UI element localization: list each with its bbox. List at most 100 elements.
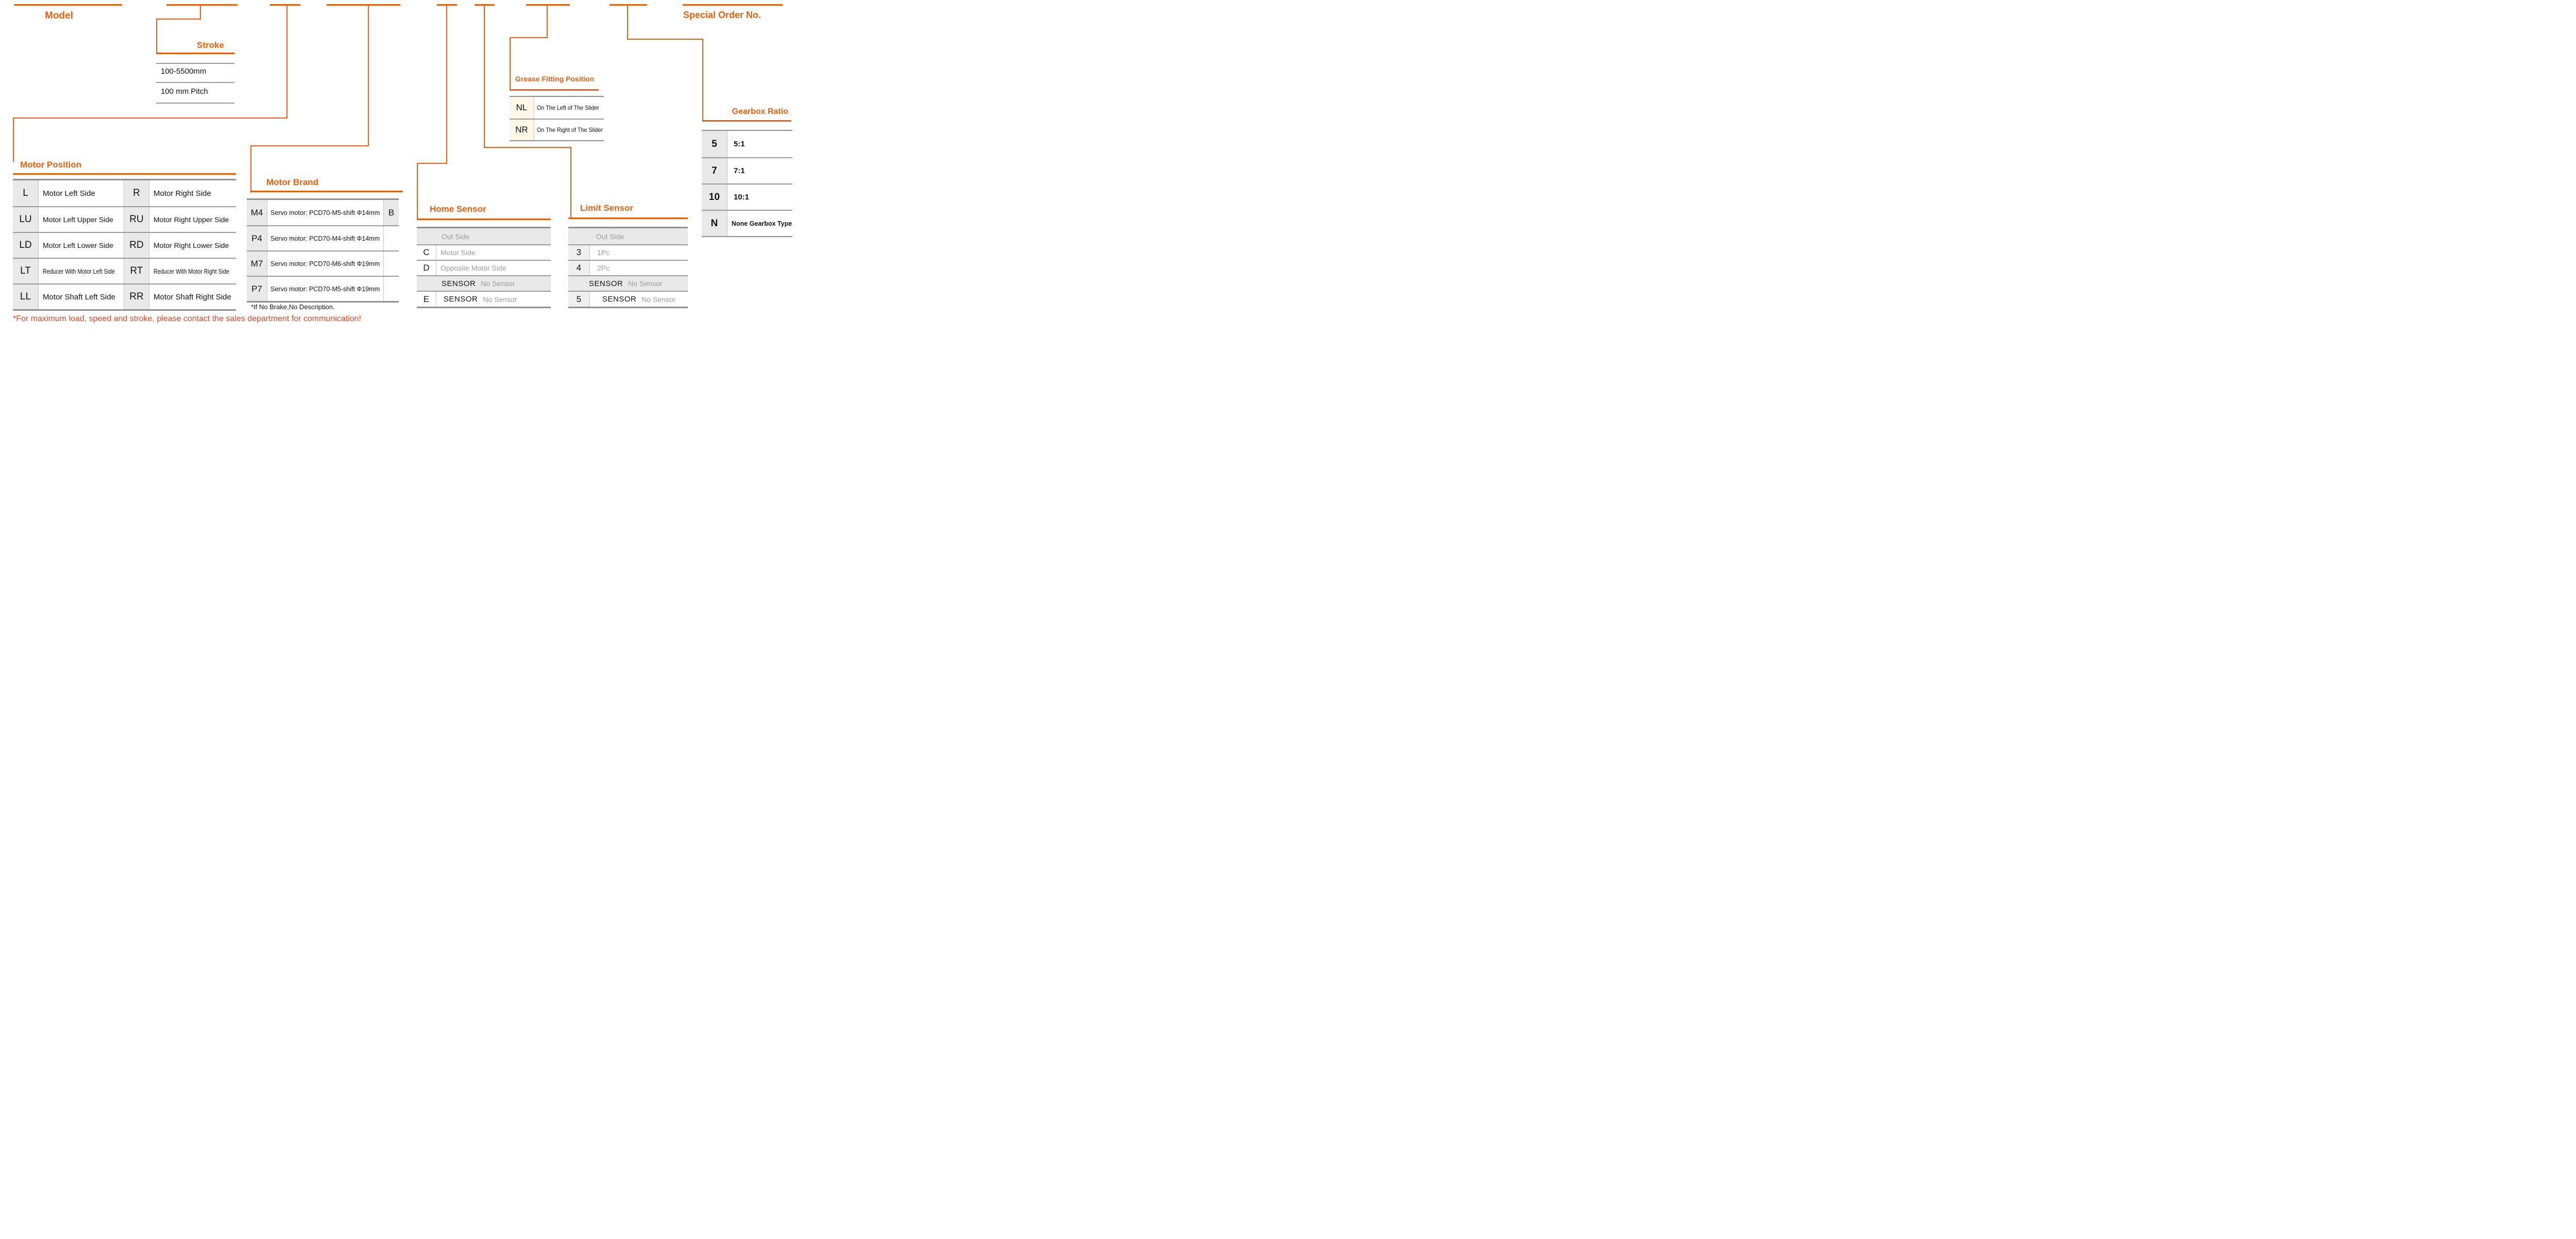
option-desc: Servo motor: PCD70-M6-shift Φ19mm: [270, 260, 380, 267]
option-code: NR: [510, 120, 534, 140]
option-code: 7: [702, 158, 727, 183]
option-desc: Reducer With Motor Right Side: [149, 259, 236, 283]
label-stroke: Stroke: [197, 40, 224, 50]
ordering-code-diagram: Model Stroke Motor Position Motor Brand …: [0, 0, 795, 355]
option-code: RU: [124, 207, 149, 232]
connector-line: [510, 37, 511, 91]
connector-line: [13, 118, 14, 162]
option-code: RT: [124, 259, 149, 283]
option-code: L: [13, 180, 39, 206]
underline-motor-position: [13, 173, 236, 175]
connector-line: [627, 39, 703, 40]
option-desc: On The Right of The Slider: [534, 120, 604, 140]
option-code: 5: [568, 292, 590, 307]
table-row: P7 Servo motor: PCD70-M5-shift Φ19mm: [247, 276, 399, 301]
table-row: LD Motor Left Lower Side RD Motor Right …: [13, 232, 236, 258]
sensor-cell: SENSOR No Sensor: [417, 276, 551, 291]
sensor-cell: SENSOR No Sensor: [436, 292, 551, 307]
option-desc: 1Pc: [597, 248, 610, 257]
option-code: LU: [13, 207, 39, 232]
label-limit-sensor: Limit Sensor: [580, 203, 633, 213]
option-desc: Motor Right Side: [154, 189, 211, 198]
option-code: R: [124, 180, 149, 206]
option-code: LL: [13, 284, 39, 309]
option-desc: Motor Side: [440, 248, 476, 257]
table-row: SENSOR No Sensor: [417, 275, 551, 291]
option-desc: Motor Left Upper Side: [43, 215, 113, 224]
option-desc: Motor Right Lower Side: [154, 241, 229, 249]
option-code: RD: [124, 233, 149, 258]
table-row: 7 7:1: [702, 157, 792, 183]
connector-line: [368, 4, 369, 146]
overline-model: [14, 4, 122, 6]
option-desc: None Gearbox Type: [732, 220, 792, 227]
option-desc: Motor Shaft Left Side: [43, 292, 115, 302]
option-code: 4: [568, 261, 590, 275]
table-row: M7 Servo motor: PCD70-M6-shift Φ19mm: [247, 250, 399, 276]
option-desc: On The Left of The Slider: [534, 97, 604, 119]
table-row: E SENSOR No Sensor: [417, 291, 551, 307]
overline-stroke: [166, 4, 238, 6]
sensor-desc: No Sensor: [481, 279, 515, 288]
option-code: NL: [510, 97, 534, 119]
sensor-label: SENSOR: [602, 295, 637, 304]
sensor-cell: SENSOR No Sensor: [568, 276, 688, 291]
table-header-row: Out Side: [568, 228, 688, 244]
table-row: 4 2Pc: [568, 260, 688, 275]
option-code: LD: [13, 233, 39, 258]
option-desc: Motor Left Lower Side: [43, 241, 113, 249]
option-desc: Reducer With Motor Left Side: [39, 259, 124, 283]
option-desc: Opposite Motor Side: [440, 264, 506, 272]
underline-stroke: [156, 53, 234, 54]
option-desc-text: Reducer With Motor Left Side: [43, 267, 115, 275]
option-code: M4: [247, 200, 267, 225]
underline-limit-sensor: [568, 217, 688, 219]
option-desc-text: On The Right of The Slider: [537, 126, 603, 133]
table-header: Out Side: [442, 232, 470, 241]
option-code: 3: [568, 245, 590, 260]
empty-cell: [383, 226, 399, 250]
empty-cell: [383, 277, 399, 301]
option-desc: 10:1: [734, 193, 750, 202]
connector-line: [484, 147, 571, 148]
option-code: E: [417, 292, 436, 307]
sensor-cell: SENSOR No Sensor: [590, 292, 688, 307]
connector-line: [13, 118, 287, 119]
table-row: 10 10:1: [702, 183, 792, 210]
connector-line: [417, 163, 418, 220]
sensor-label: SENSOR: [442, 279, 476, 288]
table-row: M4 Servo motor: PCD70-M5-shift Φ14mm B: [247, 200, 399, 225]
table-row: LU Motor Left Upper Side RU Motor Right …: [13, 206, 236, 232]
empty-cell: [383, 252, 399, 276]
label-grease-fitting: Grease Fitting Position: [515, 75, 595, 83]
connector-line: [156, 19, 157, 54]
table-row: LL Motor Shaft Left Side RR Motor Shaft …: [13, 283, 236, 309]
sensor-desc: No Sensor: [628, 279, 663, 288]
connector-line: [200, 4, 201, 20]
table-row: 3 1Pc: [568, 244, 688, 260]
motor-brand-note: *If No Brake,No Description.: [251, 303, 335, 311]
sensor-desc: No Sensor: [641, 295, 676, 304]
connector-line: [250, 145, 251, 193]
stroke-range: 100-5500mm: [161, 67, 207, 76]
label-model: Model: [45, 10, 73, 21]
footnote: *For maximum load, speed and stroke, ple…: [13, 314, 361, 323]
connector-line: [547, 4, 548, 38]
connector-line: [286, 4, 287, 119]
table-row: C Motor Side: [417, 244, 551, 260]
option-code: B: [383, 200, 399, 225]
connector-line: [250, 145, 369, 146]
table-row: 5 SENSOR No Sensor: [568, 291, 688, 307]
table-row: SENSOR No Sensor: [568, 275, 688, 291]
label-gearbox-ratio: Gearbox Ratio: [732, 107, 788, 116]
option-code: P7: [247, 277, 267, 301]
connector-line: [484, 4, 485, 148]
overline-special-order: [683, 4, 783, 6]
connector-line: [446, 4, 447, 164]
option-desc: 5:1: [734, 140, 745, 148]
sensor-desc: No Sensor: [483, 295, 517, 304]
connector-line: [510, 37, 548, 38]
connector-line: [156, 19, 201, 20]
option-code: M7: [247, 252, 267, 276]
option-desc-text: Reducer With Motor Right Side: [154, 267, 229, 275]
